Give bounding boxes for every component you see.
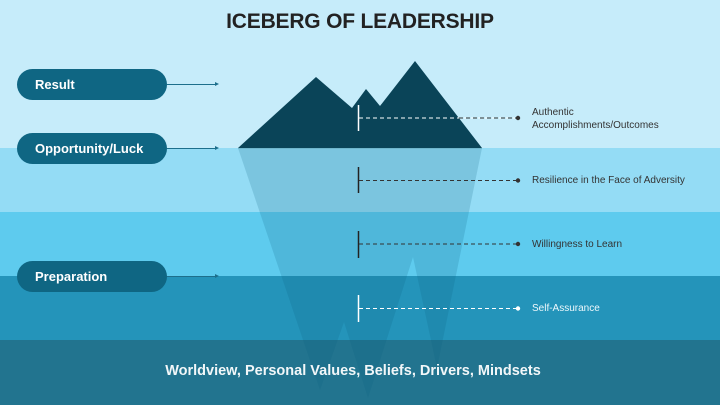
page-title: ICEBERG OF LEADERSHIP: [226, 10, 494, 33]
arrow-right-icon: [167, 82, 219, 86]
iceberg-top: [238, 61, 482, 148]
label-self-assurance: Self-Assurance: [532, 303, 600, 314]
label-line-1: Authentic: [532, 107, 574, 118]
label-willingness-to-learn: Willingness to Learn: [532, 239, 623, 250]
pill-result: Result: [17, 69, 167, 100]
connector-2: [357, 167, 521, 193]
dot-marker-icon: [515, 306, 521, 311]
dot-marker-icon: [515, 178, 521, 183]
base-foundation-text: Worldview, Personal Values, Beliefs, Dri…: [165, 363, 541, 379]
dot-marker-icon: [515, 241, 521, 247]
pill-opportunity-luck: Opportunity/Luck: [17, 133, 167, 164]
iceberg-underwater: [238, 148, 482, 398]
connector-3: [357, 231, 521, 258]
dot-marker-icon: [515, 115, 521, 121]
pill-preparation: Preparation: [17, 261, 167, 292]
label-authentic-accomplishments: Authentic Accomplishments/Outcomes: [532, 106, 659, 132]
water-band-4: [0, 340, 720, 405]
arrow-right-icon: [167, 146, 219, 150]
connector-1: [357, 105, 521, 131]
connector-4: [357, 295, 521, 322]
arrow-right-icon: [167, 274, 219, 278]
label-line-2: Accomplishments/Outcomes: [532, 120, 659, 131]
label-resilience: Resilience in the Face of Adversity: [532, 175, 685, 186]
